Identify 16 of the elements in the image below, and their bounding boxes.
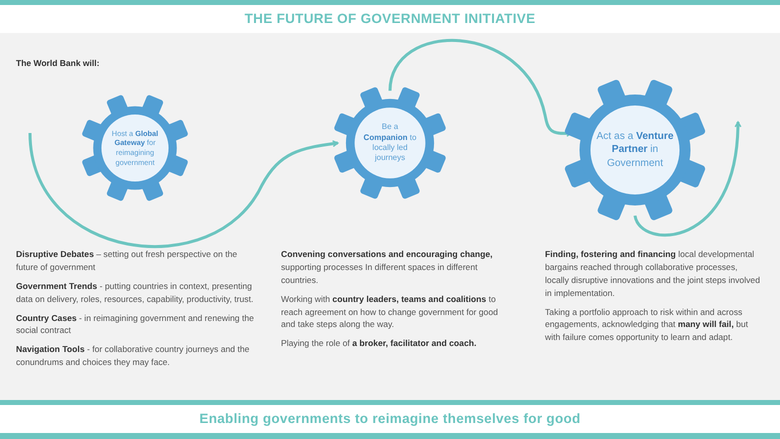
description-paragraph: Disruptive Debates – setting out fresh perspective on the future of government [16, 248, 238, 274]
description-paragraph: Taking a portfolio approach to risk within and across engagements, acknowledging that many will fail, but with failure comes opportunity to learn and adapt. [545, 306, 750, 344]
curved-arrow [28, 132, 338, 248]
curved-arrow [634, 121, 742, 237]
gear-label: Be a Companion to locally led journeys [362, 122, 418, 164]
description-paragraph: Country Cases - in reimagining government and renewing the social contract [16, 312, 255, 338]
description-paragraph: Government Trends - putting countries in context, presenting data on delivery, roles, resources, capability, productivity, trust. [16, 280, 254, 306]
description-paragraph: Playing the role of a broker, facilitator and coach. [281, 337, 478, 350]
title: THE FUTURE OF GOVERNMENT INITIATIVE [244, 11, 536, 26]
caption: Enabling governments to reimagine themselves for good [199, 411, 581, 426]
description-paragraph: Convening conversations and encouraging change, supporting processes In different spaces in different countries. [281, 248, 494, 287]
gear-label: Act as a Venture Partner in Government [595, 130, 674, 170]
intro-label: The World Bank will: [16, 58, 100, 68]
description-paragraph: Finding, fostering and financing local developmental bargains reached through collaborative processes, locally disruptive innovations and the joint steps involved in implementation. [545, 248, 760, 300]
description-paragraph: Navigation Tools - for collaborative country journeys and the conundrums and choices they may face. [16, 343, 250, 370]
description-paragraph: Working with country leaders, teams and coalitions to reach agreement on how to change government for good and take steps along the way. [281, 292, 499, 332]
